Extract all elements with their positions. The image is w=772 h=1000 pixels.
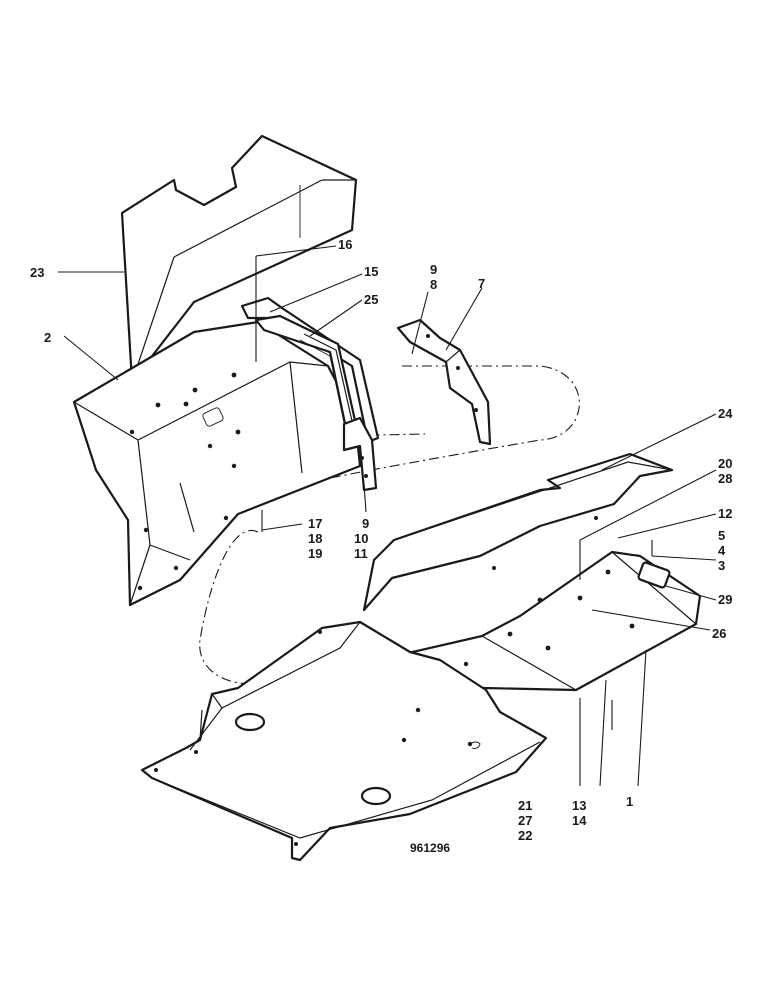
drawing-number: 961296 bbox=[410, 841, 450, 855]
callout-4: 4 bbox=[718, 543, 726, 558]
callout-23: 23 bbox=[30, 265, 44, 280]
callout-9-lower: 9 bbox=[362, 516, 369, 531]
callout-22: 22 bbox=[518, 828, 532, 843]
callout-19: 19 bbox=[308, 546, 322, 561]
callout-3: 3 bbox=[718, 558, 725, 573]
leader-lines bbox=[58, 245, 717, 787]
callout-13: 13 bbox=[572, 798, 586, 813]
part-25-strip bbox=[299, 333, 355, 433]
callout-2: 2 bbox=[44, 330, 51, 345]
callout-20: 20 bbox=[718, 456, 732, 471]
part-24-long-cover bbox=[362, 452, 674, 612]
callout-8: 8 bbox=[430, 277, 437, 292]
callout-5: 5 bbox=[718, 528, 725, 543]
callout-15: 15 bbox=[364, 264, 378, 279]
callout-17: 17 bbox=[308, 516, 322, 531]
callout-18: 18 bbox=[308, 531, 322, 546]
callout-26: 26 bbox=[712, 626, 726, 641]
callout-10: 10 bbox=[354, 531, 368, 546]
callout-24: 24 bbox=[718, 406, 733, 421]
callout-1: 1 bbox=[626, 794, 633, 809]
callout-28: 28 bbox=[718, 471, 732, 486]
callout-12: 12 bbox=[718, 506, 732, 521]
callout-16: 16 bbox=[338, 237, 352, 252]
callout-25: 25 bbox=[364, 292, 378, 307]
callout-11: 11 bbox=[354, 546, 368, 561]
callout-21: 21 bbox=[518, 798, 532, 813]
callout-7: 7 bbox=[478, 276, 485, 291]
callout-14: 14 bbox=[572, 813, 587, 828]
callout-9-upper: 9 bbox=[430, 262, 437, 277]
floor-plate bbox=[140, 620, 548, 862]
part-2-fender-body bbox=[72, 320, 362, 607]
part-23-upper-cover bbox=[120, 134, 358, 384]
callout-27: 27 bbox=[518, 813, 532, 828]
callouts: 23 16 15 25 2 9 8 7 24 20 28 12 5 4 3 29… bbox=[30, 237, 733, 843]
callout-29: 29 bbox=[718, 592, 732, 607]
bracket-part-9-lower bbox=[342, 416, 378, 492]
part-7-bracket bbox=[396, 318, 492, 446]
